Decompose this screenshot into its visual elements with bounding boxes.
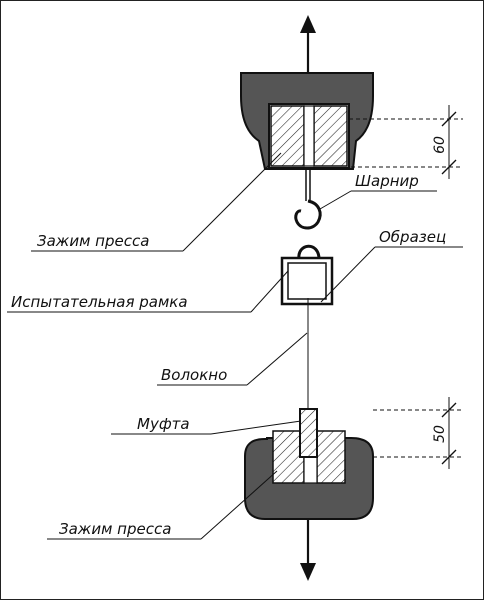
callout-coupling: Муфта bbox=[111, 415, 302, 435]
label-lower-clamp: Зажим пресса bbox=[59, 520, 171, 538]
dimension-upper-value: 60 bbox=[432, 136, 448, 154]
bottom-pull-arrow bbox=[300, 519, 316, 581]
label-upper-clamp: Зажим пресса bbox=[37, 232, 149, 250]
callout-test-frame: Испытательная рамка bbox=[7, 270, 289, 313]
label-fiber: Волокно bbox=[161, 366, 227, 384]
label-hinge: Шарнир bbox=[355, 172, 419, 190]
label-sample: Образец bbox=[379, 228, 446, 246]
coupling bbox=[299, 408, 318, 458]
top-pull-arrow bbox=[300, 15, 316, 73]
dimension-lower: 50 bbox=[373, 397, 463, 469]
callout-upper-clamp: Зажим пресса bbox=[31, 152, 282, 252]
callout-hinge: Шарнир bbox=[319, 172, 437, 210]
label-test-frame: Испытательная рамка bbox=[11, 293, 188, 311]
label-coupling: Муфта bbox=[137, 415, 190, 433]
lower-press-clamp bbox=[244, 430, 374, 520]
callout-sample: Образец bbox=[320, 228, 463, 303]
hook-rod bbox=[294, 168, 322, 230]
callout-lower-clamp: Зажим пресса bbox=[47, 470, 278, 540]
test-frame bbox=[280, 244, 334, 306]
upper-press-clamp bbox=[240, 72, 374, 170]
dimension-lower-value: 50 bbox=[432, 425, 448, 443]
dimension-upper: 60 bbox=[349, 105, 463, 179]
callout-fiber: Волокно bbox=[157, 332, 308, 386]
